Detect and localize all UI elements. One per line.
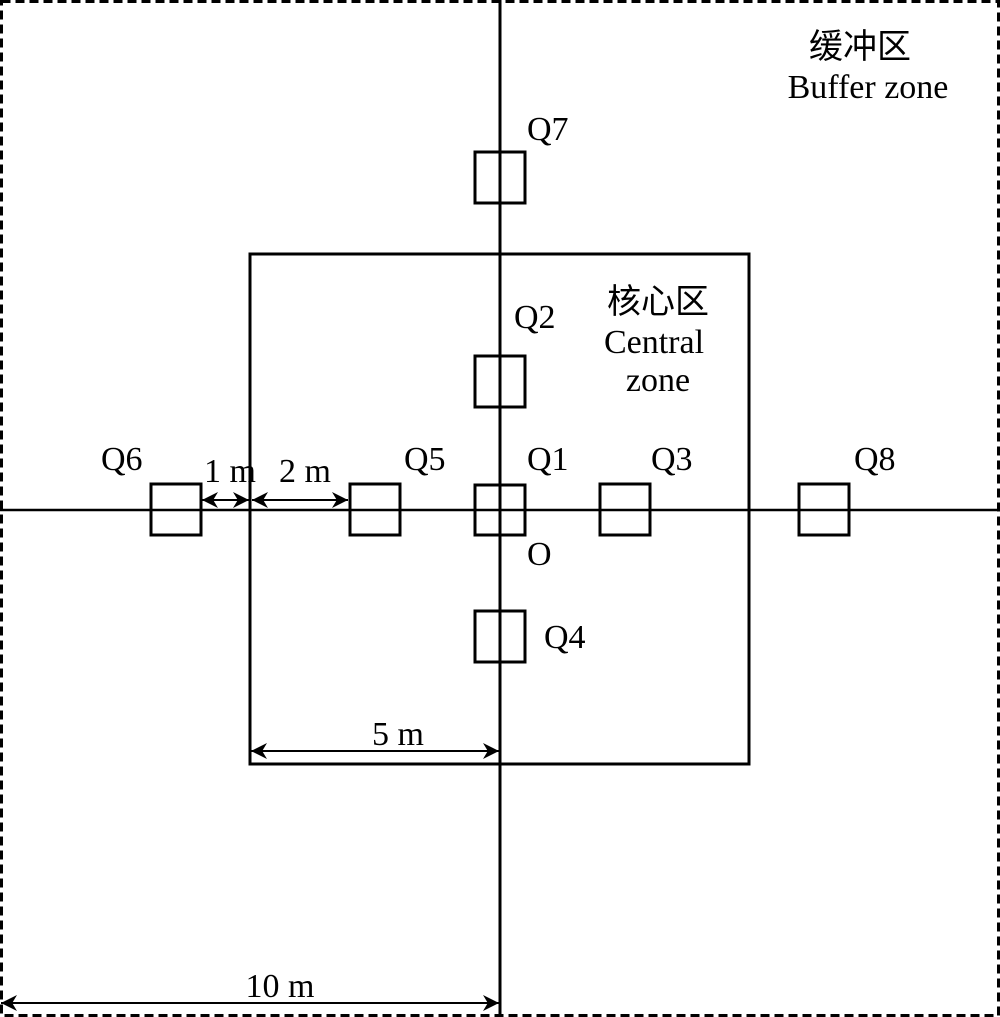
quadrat-q5 (348, 482, 402, 537)
quadrat-label-q4: Q4 (544, 619, 586, 656)
buffer-zone-label-en: Buffer zone (788, 69, 949, 106)
quadrat-q8 (797, 482, 851, 537)
quadrat-label-q3: Q3 (651, 441, 693, 478)
quadrat-label-q7: Q7 (527, 111, 569, 148)
buffer-zone-label-zh: 缓冲区 (809, 27, 911, 67)
origin-label: O (527, 536, 552, 573)
quadrat-q3 (598, 482, 652, 537)
dimension-label-5m: 5 m (372, 716, 424, 753)
quadrat-label-q1: Q1 (527, 441, 569, 478)
central-zone-boundary (248, 252, 751, 766)
quadrat-q7 (473, 150, 527, 205)
quadrat-label-q8: Q8 (854, 441, 896, 478)
central-zone-label-en-2: zone (626, 362, 690, 399)
quadrat-q6 (149, 482, 203, 537)
quadrat-q2 (473, 354, 527, 409)
central-zone-label-en-1: Central (604, 324, 704, 361)
dimension-label-1m: 1 m (204, 453, 256, 490)
quadrat-q4 (473, 609, 527, 664)
quadrat-q1 (473, 483, 527, 537)
dimension-label-2m: 2 m (279, 453, 331, 490)
central-zone-label-zh: 核心区 (607, 282, 709, 322)
dimension-label-10m: 10 m (246, 968, 315, 1005)
quadrat-label-q6: Q6 (101, 441, 143, 478)
quadrat-label-q2: Q2 (514, 299, 556, 336)
quadrat-label-q5: Q5 (404, 441, 446, 478)
